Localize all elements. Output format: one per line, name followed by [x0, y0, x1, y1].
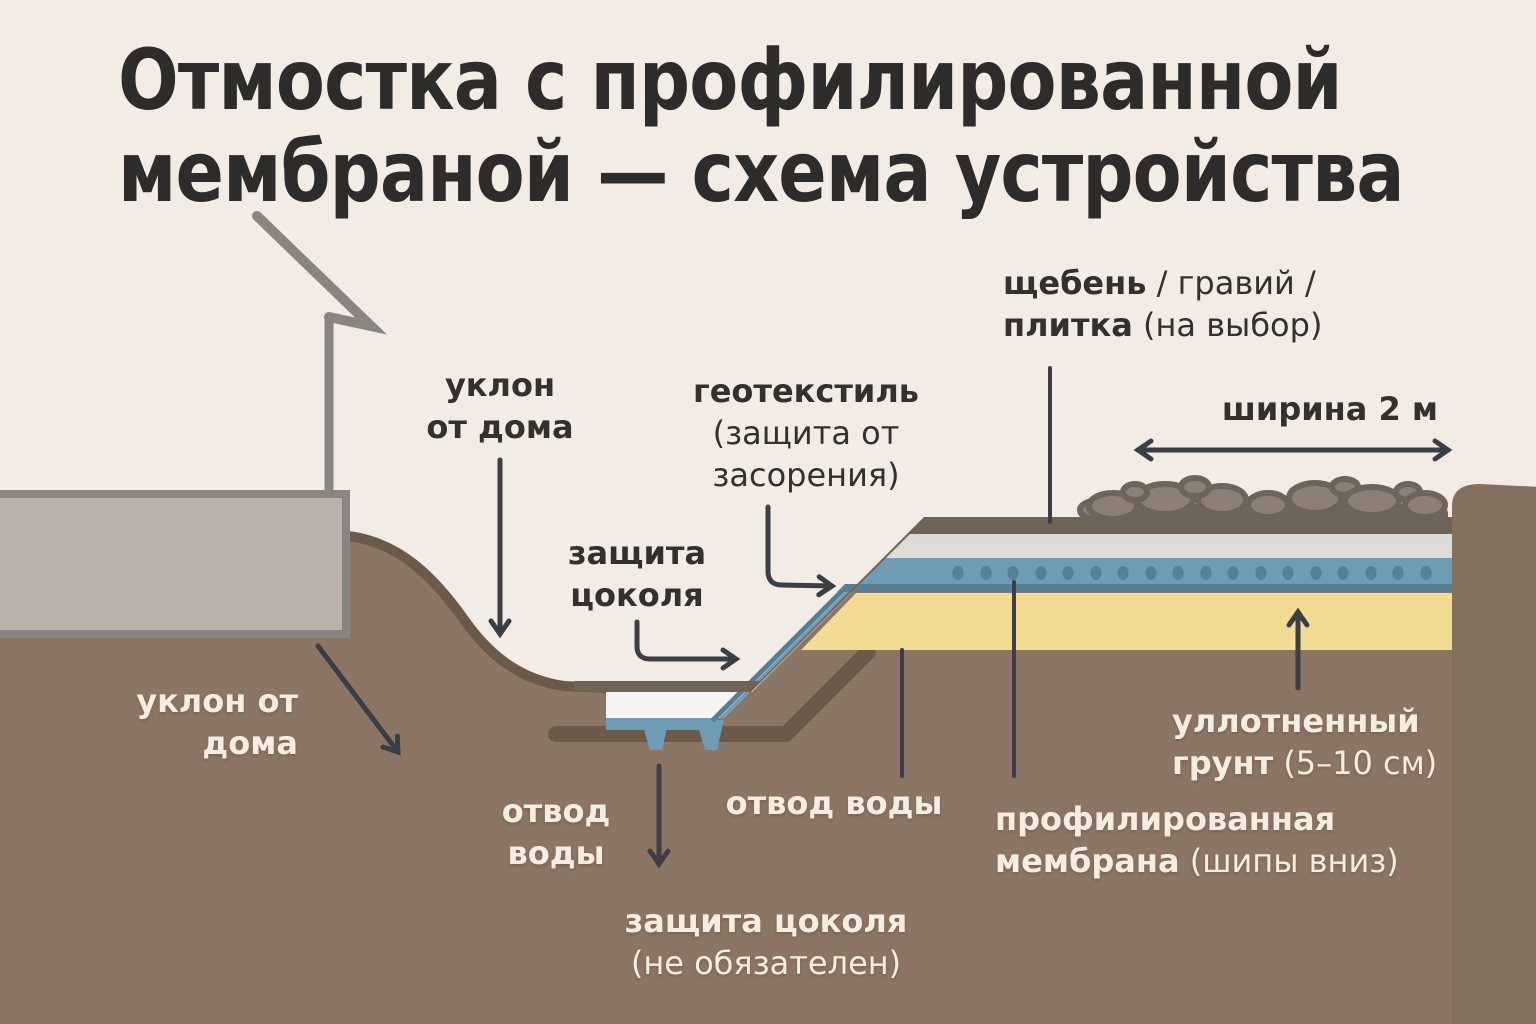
soil-surface-outline [343, 531, 611, 693]
membrane-spike [696, 720, 724, 750]
label-plinth-protection-bottom: защита цоколя (не обязателен) [624, 902, 908, 982]
membrane-edge-slope [710, 586, 847, 723]
label-slope-from-house-top: уклон от дома [426, 366, 574, 446]
soil-mass [0, 532, 1452, 1024]
membrane-edge [837, 584, 1452, 592]
arrow-slope-soil [315, 643, 401, 756]
title-line-2: мембраной — схема устройства [118, 123, 1405, 221]
house-eave [252, 211, 388, 335]
gravel-stones [1077, 475, 1448, 528]
label-water-drain-right: отвод воды [725, 784, 943, 822]
membrane-dots [952, 566, 1432, 580]
label-geotextile: геотекстиль (защита от засорения) [693, 372, 919, 494]
label-membrane: профилированная мембрана (шипы вниз) [995, 800, 1399, 880]
label-width-2m: ширина 2 м [1221, 390, 1439, 428]
label-water-drain-left: отвод воды [501, 792, 611, 872]
membrane-spike [641, 720, 669, 750]
label-gravel-options: щебень / гравий / плитка (на выбор) [1003, 264, 1323, 344]
arrow-plinth-top [634, 619, 741, 671]
page-title: Отмостка с профилированной мембраной — с… [118, 31, 1405, 221]
trench-floor-outline [548, 644, 876, 742]
label-compacted-soil: уллотненный грунт (5–10 см) [1172, 702, 1438, 782]
house-foundation [0, 490, 350, 638]
leader-lines [315, 366, 1453, 869]
top-edge-band [574, 517, 1452, 692]
label-slope-from-house-soil: уклон от дома [136, 682, 298, 762]
arrow-geotextile [765, 504, 837, 598]
soil-right-column [1452, 484, 1536, 1024]
label-plinth-protection-top: защита цоколя [567, 534, 707, 614]
geotextile-layer [606, 531, 1452, 718]
title-line-1: Отмостка с профилированной [118, 31, 1343, 129]
compacted-soil-layer [801, 593, 1452, 650]
